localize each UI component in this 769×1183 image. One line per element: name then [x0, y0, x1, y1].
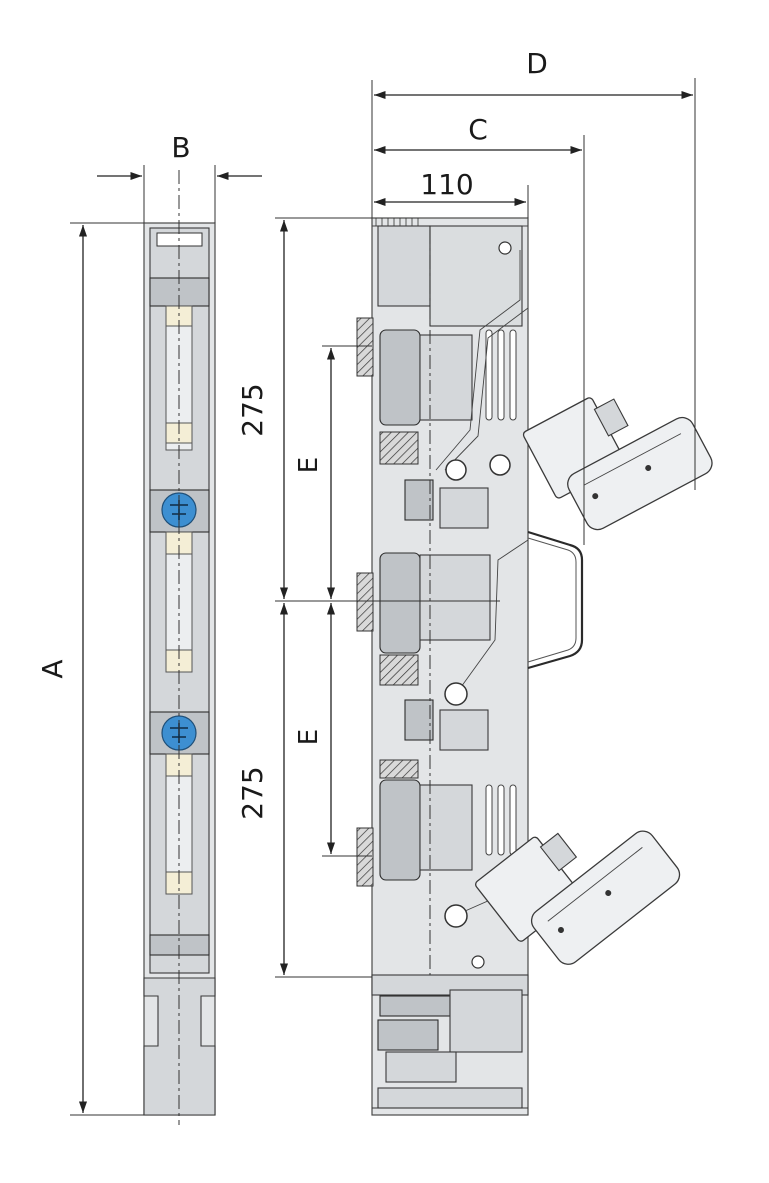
dim-275-top: 275 — [236, 220, 289, 599]
latch-2 — [439, 709, 489, 751]
clip-2 — [404, 699, 434, 741]
upper-plate — [377, 225, 431, 307]
pivot-3 — [444, 682, 468, 706]
label-C: C — [468, 113, 488, 146]
pivot-4 — [444, 904, 468, 928]
upper-fuse-handle — [522, 397, 713, 531]
wire-bail-handle — [527, 530, 584, 670]
busbar-contact-2 — [356, 572, 374, 632]
contact-block-1 — [379, 329, 421, 426]
label-275-bottom: 275 — [236, 766, 269, 819]
label-D: D — [526, 47, 548, 80]
contact-block-2 — [379, 552, 421, 654]
fuse-holder-1 — [419, 334, 473, 421]
dim-A: A — [36, 222, 144, 1116]
pivot-2 — [489, 454, 511, 476]
base-block-3 — [377, 1019, 439, 1051]
front-view — [143, 170, 216, 1125]
dim-C: C — [374, 113, 582, 155]
label-275-top: 275 — [236, 383, 269, 436]
side-view — [356, 217, 713, 1116]
upper-right-plate — [429, 225, 523, 327]
fuse-holder-3 — [419, 784, 473, 871]
base-rail — [377, 1087, 523, 1109]
base-block-2 — [449, 989, 523, 1053]
spring-block-2 — [379, 654, 419, 686]
base-block-4 — [385, 1051, 457, 1083]
label-E-bottom: E — [294, 729, 324, 745]
dim-E-bottom: E — [294, 603, 336, 854]
ventilation-slots — [485, 329, 517, 856]
busbar-contact-3 — [356, 827, 374, 887]
dim-110: 110 — [374, 168, 526, 207]
label-110: 110 — [420, 168, 473, 201]
dim-E-top: E — [294, 348, 336, 599]
busbar-contact-1 — [356, 317, 374, 377]
lower-fuse-handle — [475, 830, 681, 965]
pivot-1 — [445, 459, 467, 481]
spring-block-1 — [379, 431, 419, 465]
latch-1 — [439, 487, 489, 529]
dim-D: D — [374, 47, 693, 100]
fuse-holder-2 — [419, 554, 491, 641]
contact-block-3 — [379, 779, 421, 881]
spring-block-3 — [379, 759, 419, 779]
base-block-1 — [379, 995, 451, 1017]
dim-275-bottom: 275 — [236, 603, 289, 975]
label-E-top: E — [294, 457, 324, 473]
label-B: B — [171, 131, 190, 164]
clip-1 — [404, 479, 434, 521]
label-A: A — [36, 659, 69, 678]
dim-B: B — [97, 131, 262, 223]
